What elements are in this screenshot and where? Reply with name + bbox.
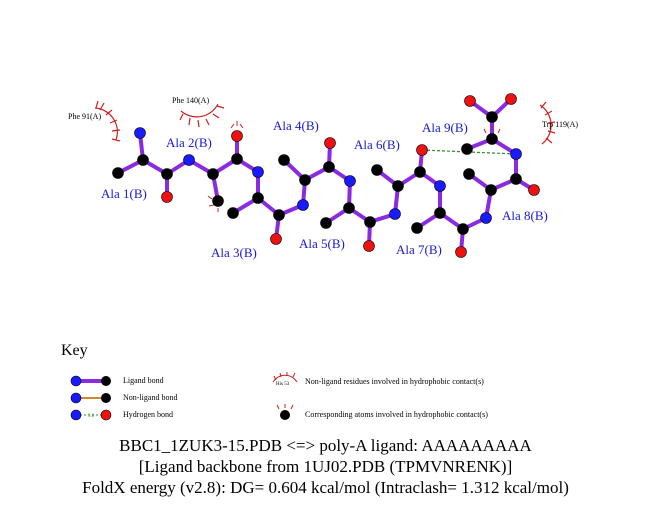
atom-carbon: [273, 209, 285, 221]
residue-label-ala3: Ala 3(B): [211, 245, 257, 260]
key-ligand-bond-label: Ligand bond: [123, 376, 164, 385]
atom-carbon: [320, 217, 332, 229]
residue-label-ala1: Ala 1(B): [101, 186, 147, 201]
atom-carbon: [161, 168, 173, 180]
key-non-ligand-bond-sample: [70, 392, 111, 404]
atom-carbon: [461, 143, 473, 155]
atom-carbon: [392, 180, 404, 192]
residue-label-ala9: Ala 9(B): [422, 120, 468, 135]
atom-carbon: [323, 161, 335, 173]
key-non-ligand-bond-label: Non-ligand bond: [123, 393, 178, 402]
key-ligand-bond-sample: [70, 375, 111, 387]
atom-carbon: [278, 154, 290, 166]
atom-carbon: [343, 202, 355, 214]
atom-carbon: [486, 133, 498, 145]
atom-oxygen: [528, 184, 540, 196]
atom-carbon: [227, 207, 239, 219]
atom-oxygen: [161, 191, 173, 203]
key-hydrophobic-residue-sample: [272, 372, 298, 383]
atom-carbon: [212, 195, 224, 207]
atom-nitrogen: [297, 199, 309, 211]
caption-line-2: [Ligand backbone from 1UJ02.PDB (TPMVNRE…: [138, 457, 513, 476]
key-hydrogen-bond-sample: 3.0: [70, 409, 112, 421]
atom-carbon: [231, 153, 243, 165]
key-title: Key: [61, 342, 88, 359]
caption-line-1: BBC1_1ZUK3-15.PDB <=> poly-A ligand: AAA…: [119, 436, 532, 455]
atom-nitrogen: [134, 127, 146, 139]
key-hb-distance-label: 3.0: [88, 414, 95, 419]
atom-nitrogen: [252, 166, 264, 178]
atom-carbon: [137, 154, 149, 166]
residue-label-ala2: Ala 2(B): [166, 135, 212, 150]
atom-oxygen: [363, 240, 375, 252]
atoms: [112, 93, 540, 258]
residue-label-ala8: Ala 8(B): [502, 208, 548, 223]
residue-label-ala6: Ala 6(B): [354, 137, 400, 152]
atom-carbon: [112, 167, 124, 179]
atom-carbon: [299, 174, 311, 186]
key-hydrophobic-residue-name: His 53: [276, 382, 290, 387]
key-hydrogen-bond-label: Hydrogen bond: [123, 410, 173, 419]
atom-oxygen: [416, 144, 428, 156]
atom-carbon: [207, 168, 219, 180]
key-corresponding-atoms-label: Corresponding atoms involved in hydropho…: [305, 410, 488, 419]
atom-nitrogen: [389, 208, 401, 220]
atom-carbon: [411, 222, 423, 234]
atom-carbon: [457, 223, 469, 235]
atom-nitrogen: [344, 175, 356, 187]
caption-line-3: FoldX energy (v2.8): DG= 0.604 kcal/mol …: [82, 478, 569, 497]
atom-oxygen: [231, 130, 243, 142]
atom-nitrogen: [510, 148, 522, 160]
contact-label-phe91: Phe 91(A): [68, 112, 101, 121]
atom-nitrogen: [434, 180, 446, 192]
contact-label-trp119: Trp 119(A): [542, 120, 578, 129]
atom-oxygen: [324, 137, 336, 149]
atom-carbon: [486, 111, 498, 123]
hydrophobic-contact-trp119: [539, 101, 556, 145]
atom-carbon: [414, 166, 426, 178]
residue-label-ala4: Ala 4(B): [273, 118, 319, 133]
hydrophobic-contact-phe140: [179, 103, 225, 128]
atom-nitrogen: [480, 212, 492, 224]
atom-carbon: [434, 207, 446, 219]
atom-oxygen: [464, 95, 476, 107]
atom-oxygen: [455, 246, 467, 258]
atom-oxygen: [270, 233, 282, 245]
atom-carbon: [364, 216, 376, 228]
key-hydrophobic-residues-label: Non-ligand residues involved in hydropho…: [305, 377, 484, 386]
atom-carbon: [371, 164, 383, 176]
atom-carbon: [463, 168, 475, 180]
key-corresponding-atom-sample: [276, 404, 294, 420]
atom-oxygen: [505, 93, 517, 105]
atom-carbon: [510, 173, 522, 185]
atom-hydrophobic-marks: [207, 121, 501, 212]
residue-label-ala7: Ala 7(B): [396, 242, 442, 257]
residue-label-ala5: Ala 5(B): [299, 236, 345, 251]
atom-nitrogen: [183, 154, 195, 166]
contact-label-phe140: Phe 140(A): [172, 96, 209, 105]
atom-carbon: [485, 184, 497, 196]
atom-carbon: [252, 192, 264, 204]
hydrophobic-contact-phe91: [94, 100, 121, 142]
